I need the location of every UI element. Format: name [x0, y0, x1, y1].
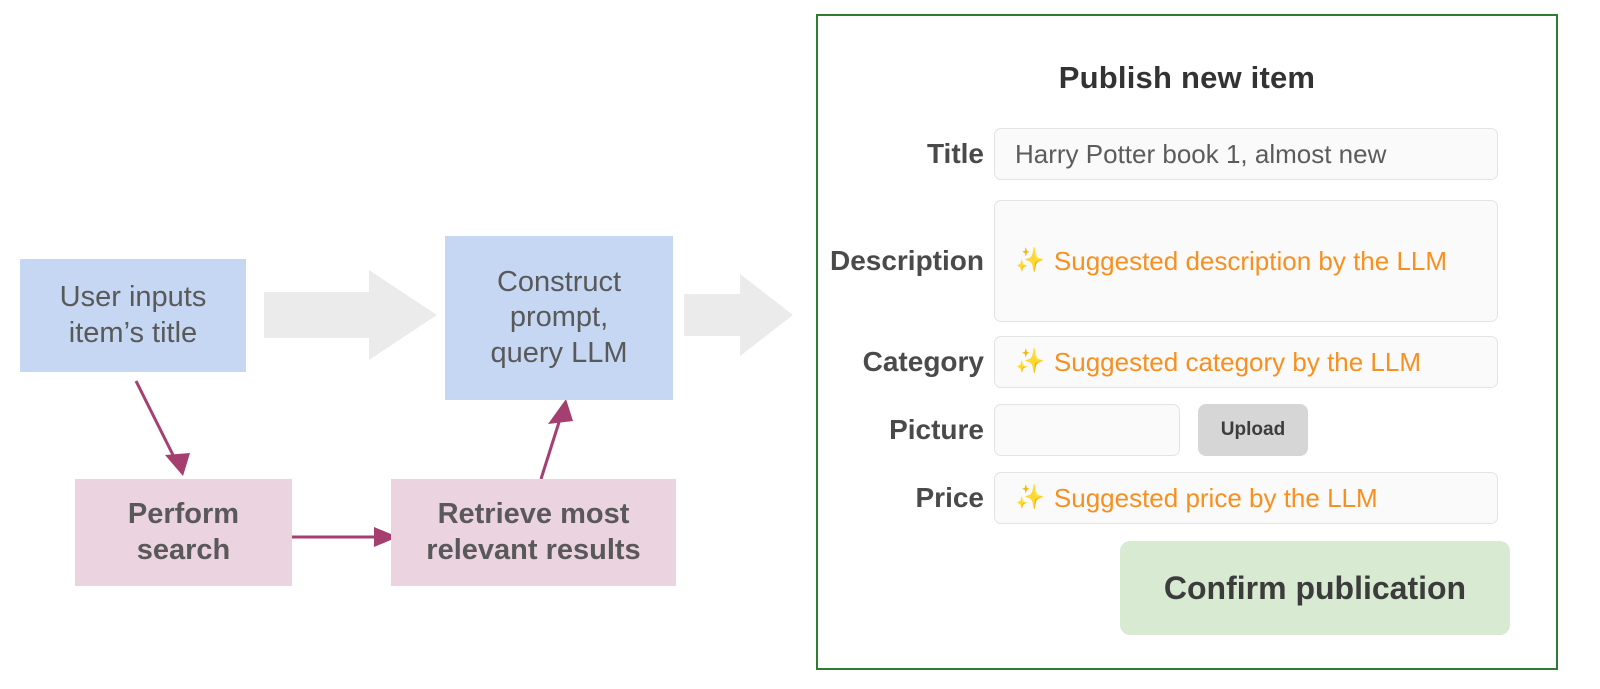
price-label: Price: [915, 482, 985, 513]
category-label: Category: [862, 346, 984, 377]
sparkles-icon: ✨: [1015, 348, 1045, 375]
upload-button-label: Upload: [1220, 419, 1286, 440]
upload-button[interactable]: Upload: [1198, 404, 1308, 456]
form-row-title: Title Harry Potter book 1, almost new: [816, 128, 1516, 180]
price-input-value: Suggested price by the LLM: [1053, 482, 1378, 513]
form-row-picture: Picture: [816, 404, 1516, 456]
block-arrow-2-icon: [684, 274, 793, 356]
description-label: Description: [829, 245, 984, 276]
flow-node-retrieve-results-label: Retrieve most relevant results: [426, 498, 641, 566]
form-row-description: Description ✨ Suggested description by t…: [816, 200, 1516, 322]
flow-node-retrieve-results: Retrieve most relevant results: [391, 479, 676, 586]
flow-node-user-input: User inputs item’s title: [20, 259, 246, 372]
picture-label: Picture: [889, 414, 984, 445]
arrow-retrieve-to-construct-icon: [539, 399, 573, 480]
price-input[interactable]: ✨ Suggested price by the LLM: [994, 472, 1498, 524]
flow-node-user-input-label: User inputs item’s title: [59, 281, 207, 349]
block-arrow-1-icon: [264, 270, 437, 360]
arrow-search-to-retrieve-icon: [292, 527, 398, 547]
flow-node-perform-search: Perform search: [75, 479, 292, 586]
sparkles-icon: ✨: [1015, 484, 1045, 511]
page-title: Publish new item: [1058, 60, 1316, 95]
form-row-category: Category ✨ Suggested category by the LLM: [816, 336, 1516, 388]
form-row-price: Price ✨ Suggested price by the LLM: [816, 472, 1516, 524]
confirm-publication-label: Confirm publication: [1163, 569, 1467, 606]
title-label: Title: [926, 138, 984, 169]
description-input-value: Suggested description by the LLM: [1053, 245, 1448, 276]
category-input[interactable]: ✨ Suggested category by the LLM: [994, 336, 1498, 388]
sparkles-icon: ✨: [1015, 247, 1045, 274]
picture-input[interactable]: [994, 404, 1180, 456]
arrow-user-to-search-icon: [134, 380, 190, 476]
flow-node-construct-prompt: Construct prompt, query LLM: [445, 236, 673, 400]
confirm-publication-button[interactable]: Confirm publication: [1120, 541, 1510, 635]
title-input[interactable]: Harry Potter book 1, almost new: [994, 128, 1498, 180]
flow-node-construct-prompt-label: Construct prompt, query LLM: [490, 265, 628, 369]
category-input-value: Suggested category by the LLM: [1053, 346, 1422, 377]
flow-node-perform-search-label: Perform search: [127, 498, 240, 566]
description-input[interactable]: ✨ Suggested description by the LLM: [994, 200, 1498, 322]
title-input-value: Harry Potter book 1, almost new: [1015, 138, 1387, 169]
